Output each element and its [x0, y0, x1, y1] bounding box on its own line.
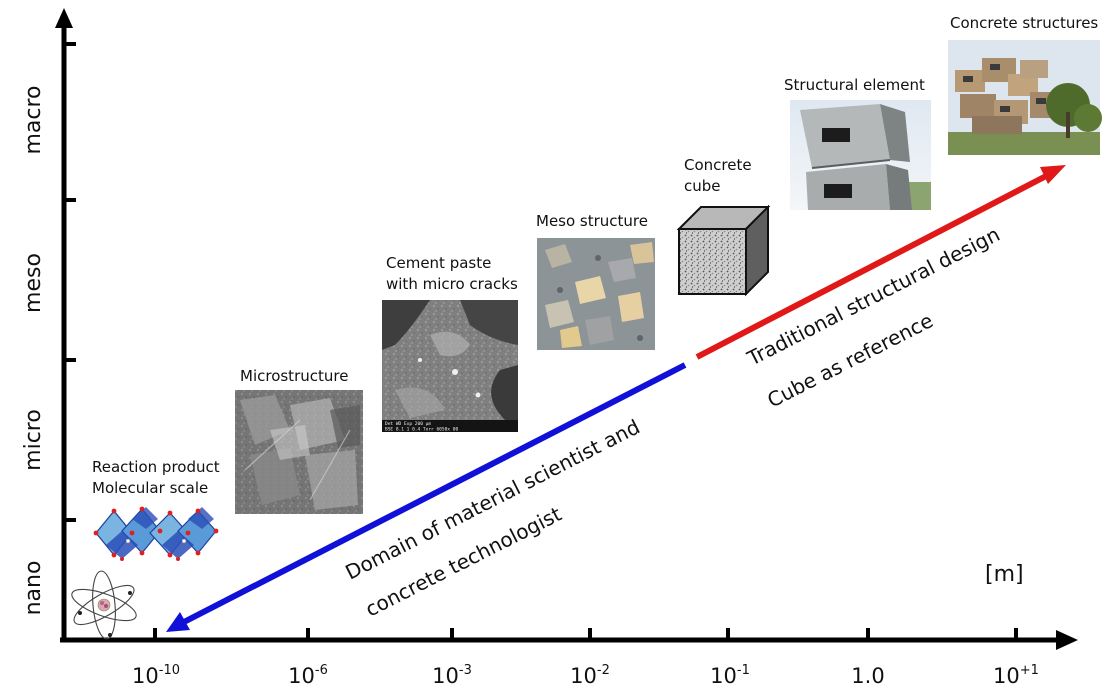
y-label-meso: meso [21, 253, 46, 313]
microstructure-image [235, 390, 363, 514]
material-arrowhead [166, 612, 190, 632]
y-axis-arrowhead [55, 8, 73, 28]
molecule-image [92, 505, 222, 563]
microstructure-label: Microstructure [240, 367, 348, 385]
sem-caption-line2: BSE 8.1 1 0.4 Torr 6050x 00 [385, 427, 458, 433]
y-label-macro: macro [21, 85, 46, 154]
meso-structure-item: Meso structure [536, 212, 655, 350]
material-domain-arrow [166, 362, 687, 632]
meso-structure-label: Meso structure [536, 212, 648, 230]
concrete-structures-item: Concrete structures [948, 14, 1102, 155]
sem-caption-line1: Det WD Exp 200 μm [385, 421, 431, 427]
cement-paste-label-line2: with micro cracks [386, 275, 518, 293]
structural-element-label: Structural element [784, 76, 925, 94]
structural-element-image [790, 100, 931, 210]
x-tick-label: 10+1 [993, 663, 1039, 688]
x-axis [60, 628, 1078, 650]
x-axis-labels: 10-10 10-6 10-3 10-2 10-1 1.0 10+1 [m] [132, 562, 1039, 688]
microstructure-item: Microstructure [235, 367, 363, 514]
design-arrow-line [695, 171, 1052, 360]
design-domain-arrow [695, 165, 1066, 360]
design-arrowhead [1040, 165, 1066, 184]
concrete-cube-label-line1: Concrete [684, 156, 752, 174]
concrete-cube-item: Concrete cube [676, 156, 771, 297]
reaction-product-label-line1: Reaction product [92, 458, 220, 476]
x-axis-arrowhead [1056, 630, 1078, 650]
material-arrow-line [180, 362, 687, 626]
x-tick-label: 1.0 [851, 664, 884, 688]
concrete-cube-image [676, 204, 771, 297]
concrete-structures-image [948, 40, 1102, 155]
x-tick-label: 10-1 [710, 663, 750, 688]
y-axis-labels: nano micro meso macro [21, 85, 46, 615]
y-label-micro: micro [21, 409, 46, 471]
structural-element-item: Structural element [784, 76, 931, 210]
y-label-nano: nano [21, 561, 46, 616]
design-label-line2: Cube as reference [763, 308, 937, 412]
concrete-structures-label: Concrete structures [950, 14, 1098, 32]
x-tick-label: 10-2 [570, 663, 610, 688]
meso-structure-image [537, 238, 655, 350]
x-tick-label: 10-6 [288, 663, 328, 688]
x-tick-label: 10-10 [132, 663, 180, 688]
cement-paste-image: Det WD Exp 200 μm BSE 8.1 1 0.4 Torr 605… [382, 300, 518, 433]
x-unit-label: [m] [985, 562, 1024, 587]
atom-icon [71, 570, 137, 640]
cement-paste-label-line1: Cement paste [386, 254, 491, 272]
reaction-product-item: Reaction product Molecular scale [92, 458, 222, 563]
reaction-product-label-line2: Molecular scale [92, 479, 208, 497]
cement-paste-item: Cement paste with micro cracks Det WD Ex… [382, 254, 518, 433]
y-axis [55, 8, 76, 640]
concrete-cube-label-line2: cube [684, 177, 721, 195]
x-tick-label: 10-3 [432, 663, 472, 688]
